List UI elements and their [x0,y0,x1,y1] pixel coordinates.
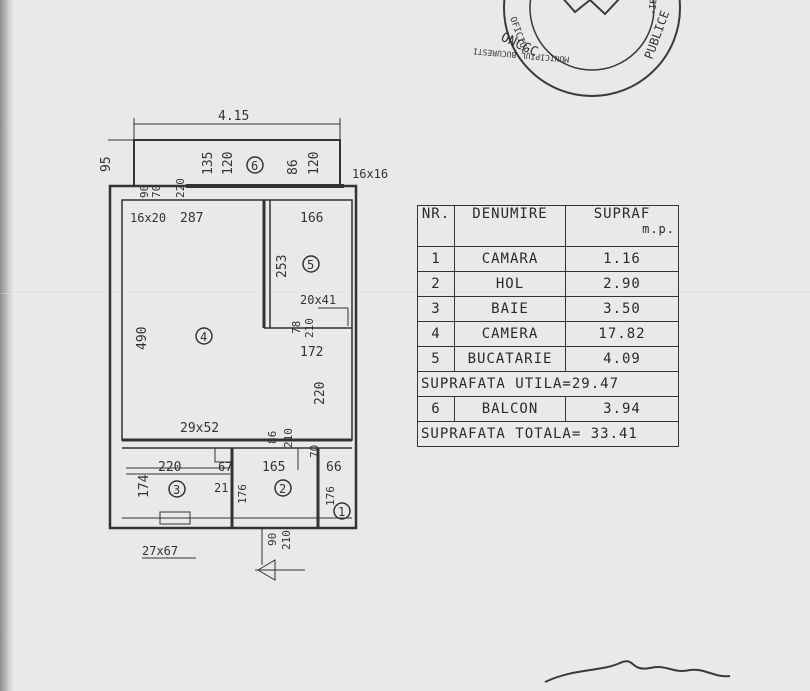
balcony-dim-120a: 120 [221,152,236,175]
dim-86-door: 86 [266,431,279,444]
suprafata-totala: SUPRAFATA TOTALA= 33.41 [417,421,679,447]
dim-21: 21 [214,481,228,495]
row-nr: 1 [417,246,455,272]
header-supraf: SUPRAF m.p. [565,205,679,247]
dim-210-mid: 210 [303,318,316,338]
dim-70: 70 [150,185,163,198]
dim-90: 90 [138,185,151,198]
row-name: BUCATARIE [454,346,566,372]
paper-fold-line [0,292,810,294]
suprafata-utila: SUPRAFATA UTILA=29.47 [417,371,679,397]
row-nr: 5 [417,346,455,372]
balcon-name: BALCON [454,396,566,422]
room-number-4: 4 [200,330,207,344]
header-nr: NR. [417,205,455,247]
table-row-balcon: 6 BALCON 3.94 [417,396,679,422]
dim-490: 490 [135,327,150,350]
balcon-nr: 6 [417,396,455,422]
dim-174: 174 [137,474,152,498]
row-nr: 3 [417,296,455,322]
table-row: 5 BUCATARIE 4.09 [417,346,679,372]
header-supraf-label: SUPRAF [593,206,651,222]
table-row: 3 BAIE 3.50 [417,296,679,322]
table-row-totala: SUPRAFATA TOTALA= 33.41 [417,421,679,447]
row-nr: 4 [417,321,455,347]
row-area: 4.09 [565,346,679,372]
room-number-3: 3 [173,483,180,497]
room-area-table: NR. DENUMIRE SUPRAF m.p. 1 CAMARA 1.16 2… [417,205,679,447]
dim-172: 172 [300,345,323,360]
dim-29x52: 29x52 [180,421,219,436]
row-name: CAMARA [454,246,566,272]
dim-27x67: 27x67 [142,544,178,558]
table-row: 4 CAMERA 17.82 [417,321,679,347]
row-name: BAIE [454,296,566,322]
dim-16x16: 16x16 [352,167,388,181]
dim-165: 165 [262,460,285,475]
dim-20x41: 20x41 [300,293,336,307]
signature-scribble [544,660,731,683]
official-stamp: ONCGC OFICIUL MUNICIPIUL BUCURESTI PUBLI… [473,0,681,97]
dim-16x20: 16x20 [130,211,166,225]
row-area: 17.82 [565,321,679,347]
balcony-dim-135: 135 [201,152,216,175]
dim-287: 287 [180,211,203,226]
balcony-dim-120b: 120 [307,152,322,175]
row-name: CAMERA [454,321,566,347]
row-name: HOL [454,271,566,297]
dim-67: 67 [218,460,232,474]
dim-70-small: 70 [308,445,321,458]
table-row-utila: SUPRAFATA UTILA=29.47 [417,371,679,397]
dim-166: 166 [300,211,323,226]
dim-176-b: 176 [324,486,337,506]
row-area: 3.50 [565,296,679,322]
dim-220-top: 220 [174,178,187,198]
dim-78: 78 [290,321,303,334]
dim-176-a: 176 [236,484,249,504]
dim-90-bottom: 90 [266,533,279,546]
row-nr: 2 [417,271,455,297]
dim-left-95: 95 [99,156,114,172]
header-denumire: DENUMIRE [454,205,566,247]
dim-220-right: 220 [313,382,328,405]
room-number-1: 1 [338,505,345,519]
room-number-2: 2 [279,482,286,496]
dim-210-door: 210 [282,428,295,448]
row-area: 1.16 [565,246,679,272]
balcon-area: 3.94 [565,396,679,422]
dim-66: 66 [326,460,342,475]
room-number-6: 6 [251,159,258,173]
dim-220-bath: 220 [158,460,181,475]
table-row: 2 HOL 2.90 [417,271,679,297]
dim-top-width: 4.15 [218,109,249,124]
room-number-5: 5 [307,258,314,272]
table-row: 1 CAMARA 1.16 [417,246,679,272]
balcony-dim-86: 86 [286,159,301,175]
dim-253: 253 [275,255,290,278]
dim-210-bottom: 210 [280,530,293,550]
stamp-text-ie: -IE [648,0,659,15]
header-unit: m.p. [642,222,675,236]
table-header-row: NR. DENUMIRE SUPRAF m.p. [417,205,679,247]
paper-edge-shadow [0,0,14,691]
row-area: 2.90 [565,271,679,297]
